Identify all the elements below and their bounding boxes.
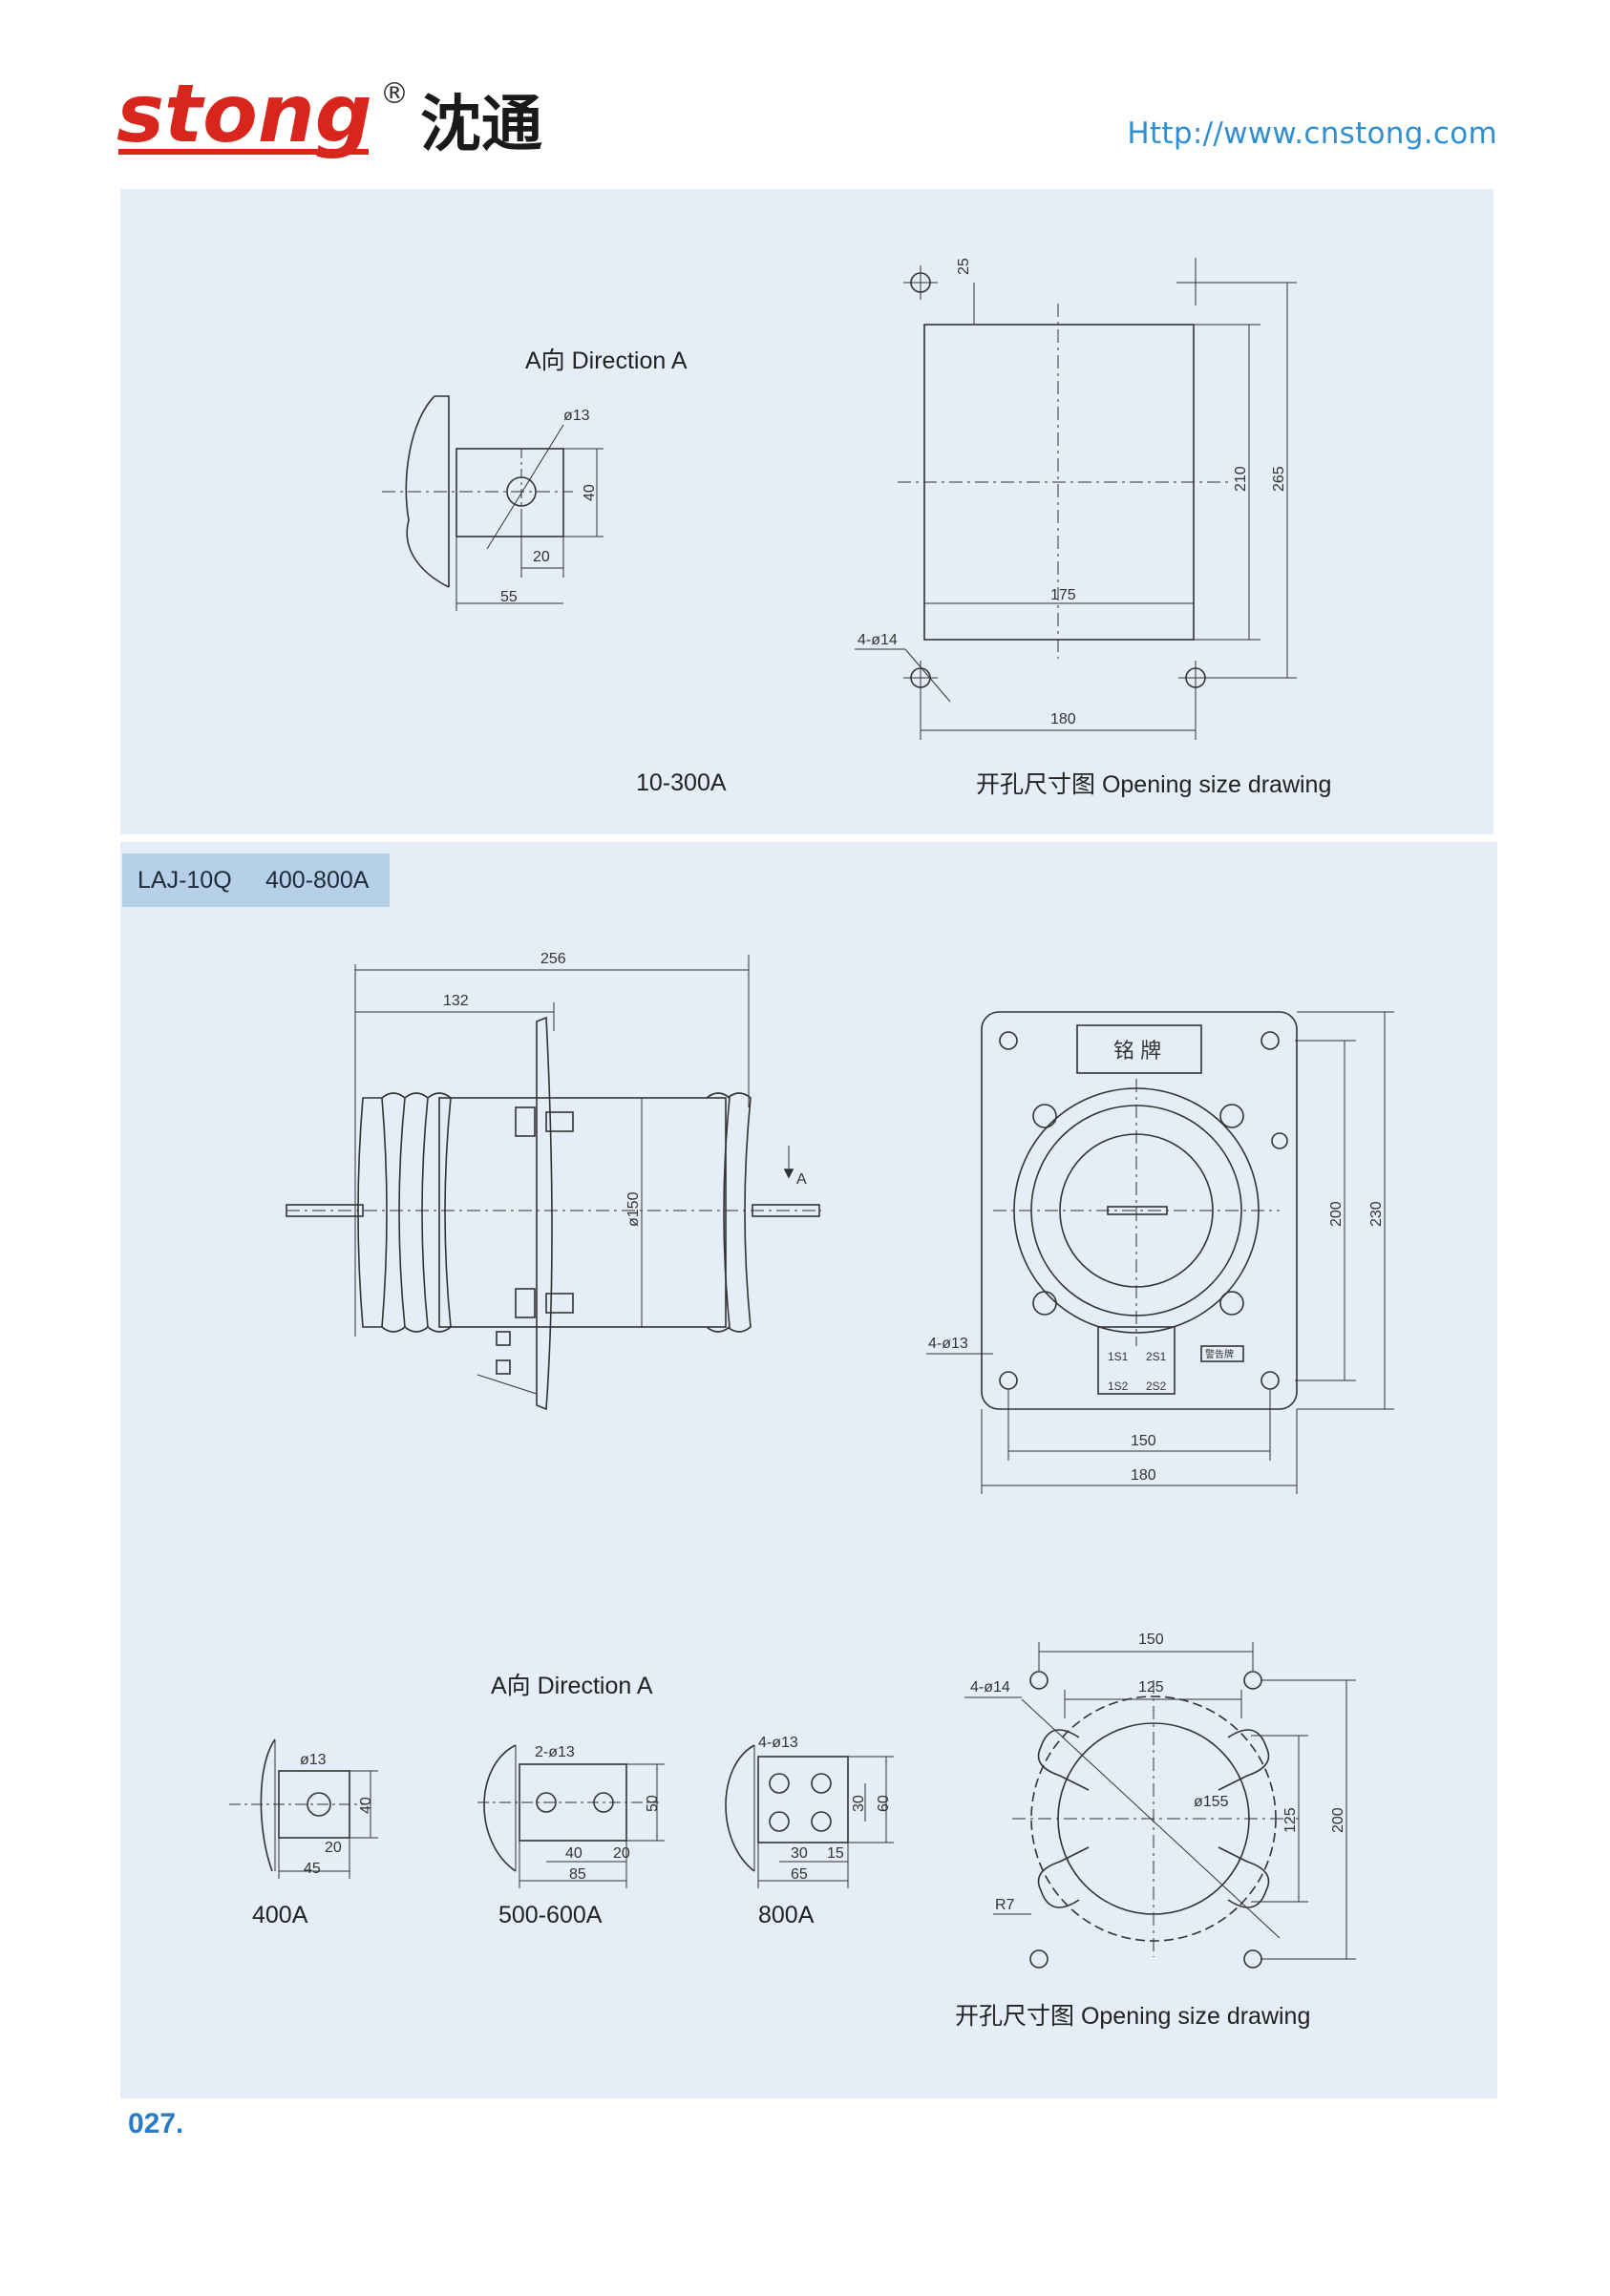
brand-latin: stong <box>117 74 372 160</box>
dim-hole: ø13 <box>563 408 590 424</box>
dim-offset: 20 <box>533 549 550 565</box>
variant-500a-view <box>477 1744 665 1888</box>
dim-half: 132 <box>443 993 469 1009</box>
dim-holes: 4-ø14 <box>858 632 898 648</box>
dim-front-outer-w: 180 <box>1131 1467 1156 1484</box>
v800-b: 15 <box>827 1845 844 1862</box>
page-number: 027. <box>128 2108 184 2139</box>
bottom-opening-caption: 开孔尺寸图 Opening size drawing <box>955 2003 1311 2030</box>
top-direction-label: A向 Direction A <box>525 348 688 374</box>
dim-outer-w: 180 <box>1050 711 1076 727</box>
variant-500a-label: 500-600A <box>498 1902 603 1928</box>
arrow-a-label: A <box>796 1171 807 1188</box>
op-dia: ø155 <box>1194 1794 1229 1810</box>
v400-h: 40 <box>358 1797 374 1814</box>
website-url[interactable]: Http://www.cnstong.com <box>1127 116 1497 151</box>
variant-400a-label: 400A <box>252 1902 308 1928</box>
v400-a: 20 <box>325 1840 342 1856</box>
dim-inner-w: 175 <box>1050 587 1076 603</box>
registered-mark: ® <box>380 77 409 111</box>
v800-hole: 4-ø13 <box>758 1735 798 1751</box>
op-inner-h: 125 <box>1282 1807 1299 1833</box>
dim-dia-150: ø150 <box>625 1191 642 1227</box>
dim-inner-h: 210 <box>1233 466 1249 492</box>
model-tag: LAJ-10Q 400-800A <box>122 853 390 907</box>
brand-underline <box>118 149 369 155</box>
dim-height: 40 <box>582 484 598 501</box>
brand-logo: stong ® 沈通 <box>117 67 565 160</box>
front-view <box>926 1011 1394 1494</box>
brand-chinese: 沈通 <box>420 90 542 160</box>
terminal-1s2: 1S2 <box>1108 1380 1129 1393</box>
dim-length: 55 <box>500 589 518 605</box>
top-bracket-view <box>382 395 604 611</box>
v800-c: 65 <box>791 1866 808 1883</box>
variant-800a-label: 800A <box>758 1902 815 1928</box>
op-outer-h: 200 <box>1330 1807 1346 1833</box>
variant-400a-view <box>229 1738 378 1879</box>
model-range: 400-800A <box>265 867 370 894</box>
v800-a: 30 <box>791 1845 808 1862</box>
op-outer-w: 150 <box>1138 1632 1164 1648</box>
v500-c: 85 <box>569 1866 586 1883</box>
dim-front-outer-h: 230 <box>1368 1201 1385 1227</box>
op-inner-w: 125 <box>1138 1679 1164 1696</box>
side-view <box>286 955 821 1411</box>
bottom-direction-label: A向 Direction A <box>491 1673 653 1699</box>
top-opening-view <box>855 258 1297 740</box>
nameplate-label: 铭 牌 <box>1113 1039 1161 1063</box>
drawing-panel-bottom <box>120 842 1497 2098</box>
v500-h: 50 <box>645 1795 661 1812</box>
model-label: LAJ-10Q <box>138 867 232 894</box>
dim-front-inner-h: 200 <box>1328 1201 1345 1227</box>
v500-b: 20 <box>613 1845 630 1862</box>
top-opening-caption: 开孔尺寸图 Opening size drawing <box>976 771 1332 798</box>
variant-800a-view <box>725 1744 894 1888</box>
drawing-panel-top <box>120 189 1493 834</box>
top-range-label: 10-300A <box>636 769 727 796</box>
warning-label: 警告牌 <box>1205 1348 1234 1360</box>
dim-front-holes: 4-ø13 <box>928 1336 968 1352</box>
v500-a: 40 <box>565 1845 583 1862</box>
v500-hole: 2-ø13 <box>535 1744 575 1760</box>
op-holes: 4-ø14 <box>970 1679 1010 1696</box>
op-radius: R7 <box>995 1897 1015 1913</box>
v400-hole: ø13 <box>300 1752 327 1768</box>
dim-front-inner-w: 150 <box>1131 1433 1156 1449</box>
dim-outer-h: 265 <box>1271 466 1287 492</box>
dim-top-gap: 25 <box>956 258 972 275</box>
v400-b: 45 <box>304 1861 321 1877</box>
terminal-2s1: 2S1 <box>1146 1350 1167 1363</box>
terminal-2s2: 2S2 <box>1146 1380 1167 1393</box>
terminal-1s1: 1S1 <box>1108 1350 1129 1363</box>
bottom-opening-view <box>964 1642 1356 1969</box>
v800-h1: 30 <box>851 1795 867 1812</box>
dim-total: 256 <box>540 951 566 967</box>
v800-h2: 60 <box>876 1795 892 1812</box>
